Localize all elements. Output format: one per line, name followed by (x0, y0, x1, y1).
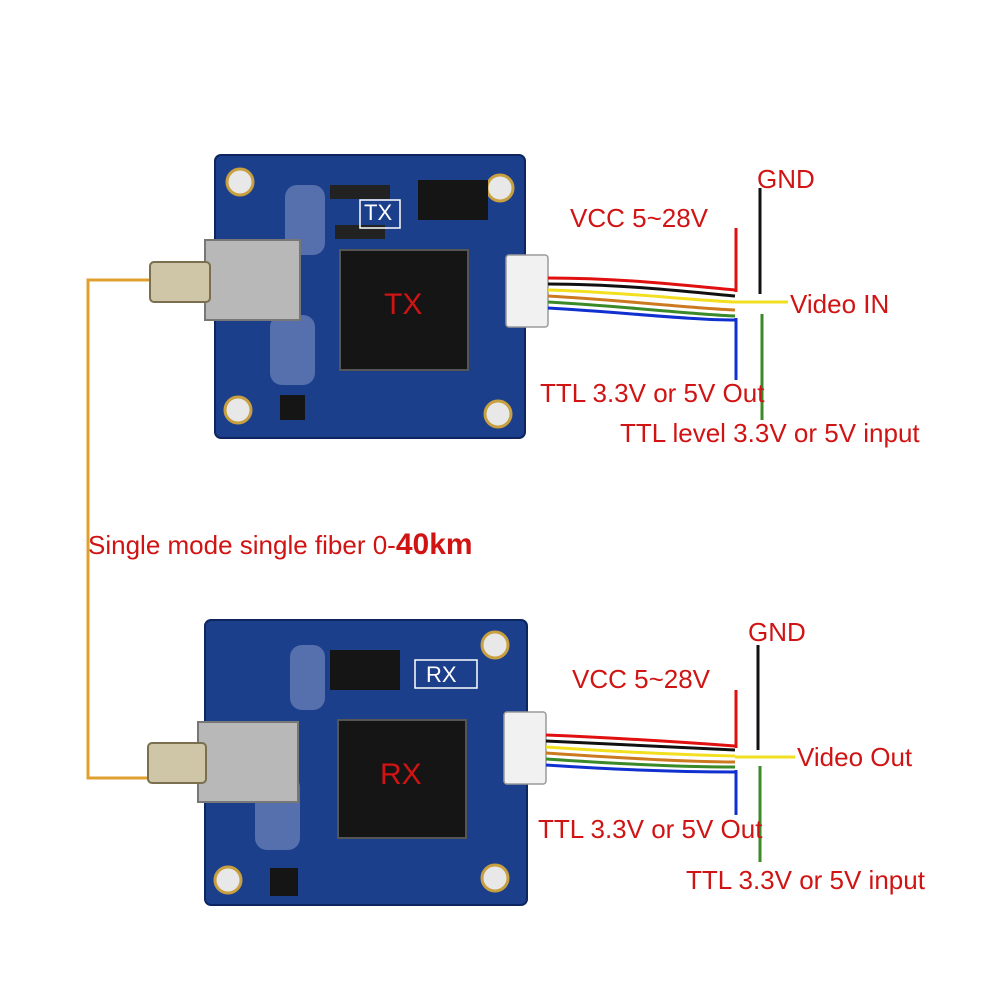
rx-chip-label: RX (380, 758, 422, 791)
rx-video-label: Video Out (797, 742, 913, 772)
tx-wire-bundle (547, 276, 736, 322)
tx-ttl-out-label: TTL 3.3V or 5V Out (540, 378, 765, 408)
rx-board (147, 619, 547, 906)
rx-ttl-in-label: TTL 3.3V or 5V input (686, 865, 925, 895)
rx-gnd-label: GND (748, 617, 806, 647)
tx-vcc-label: VCC 5~28V (570, 203, 709, 233)
fiber-label-distance: 40km (395, 528, 473, 561)
fiber-cable (86, 278, 160, 780)
rx-ttl-out-label: TTL 3.3V or 5V Out (538, 814, 763, 844)
tx-chip-label: TX (384, 288, 423, 321)
rx-vcc-label: VCC 5~28V (572, 664, 711, 694)
rx-silk-label: RX (426, 662, 457, 687)
tx-video-label: Video IN (790, 289, 890, 319)
fiber-label: Single mode single fiber 0-40km (88, 528, 473, 562)
tx-ttl-in-label: TTL level 3.3V or 5V input (620, 418, 920, 448)
tx-silk-label: TX (364, 200, 393, 225)
tx-board (149, 154, 549, 439)
tx-gnd-label: GND (757, 164, 815, 194)
rx-wire-bundle (545, 733, 736, 774)
fiber-label-prefix: Single mode single fiber 0- (88, 530, 396, 560)
